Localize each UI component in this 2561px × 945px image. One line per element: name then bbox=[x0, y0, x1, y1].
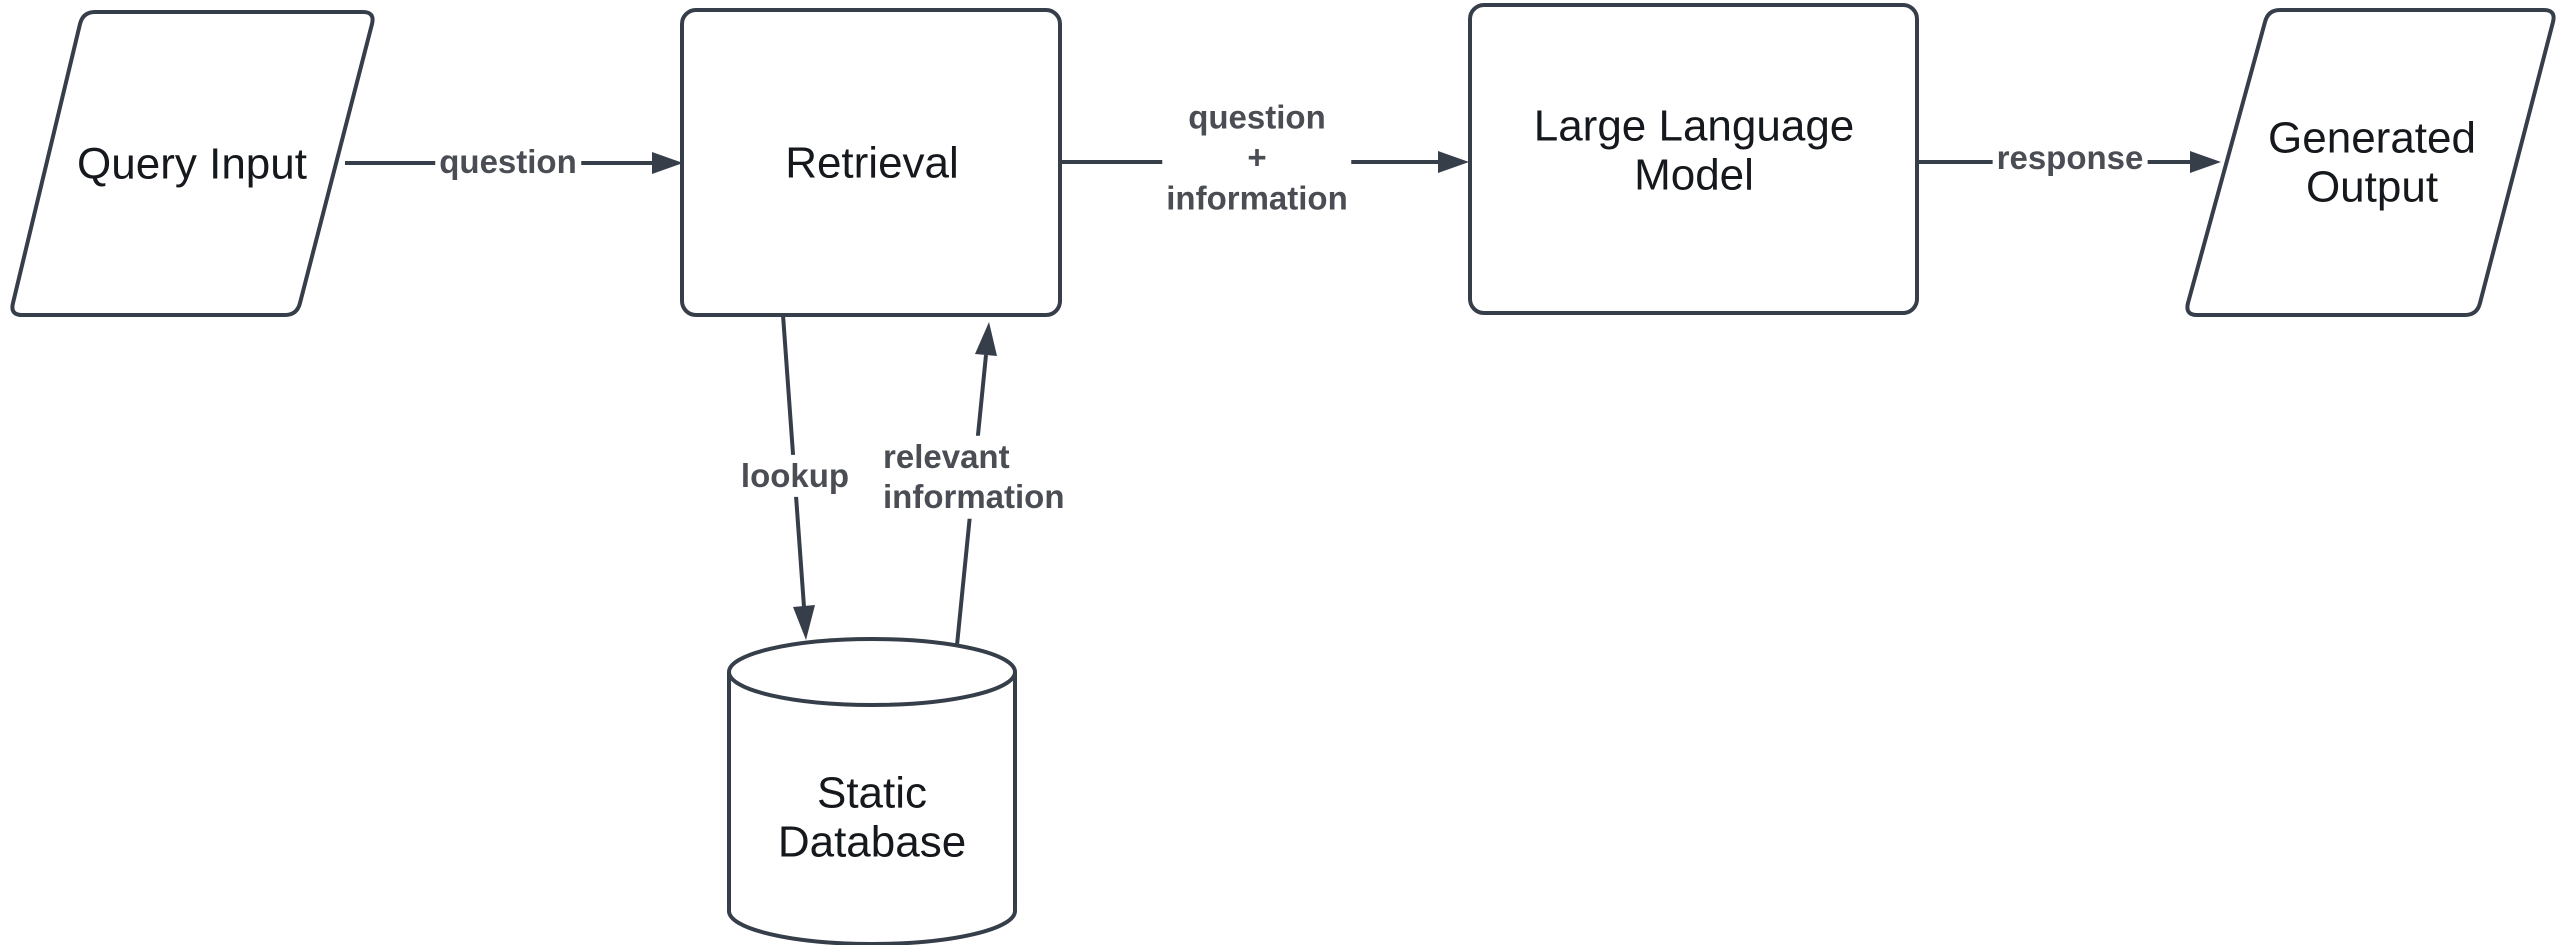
query-input-shape bbox=[10, 10, 375, 317]
edge-label-question: question bbox=[435, 140, 581, 184]
arrowhead-right-icon bbox=[2190, 151, 2221, 173]
retrieval-shape bbox=[680, 8, 1062, 317]
retrieval-label: Retrieval bbox=[785, 138, 959, 188]
arrowhead-right-icon bbox=[1438, 151, 1469, 173]
arrowhead-up-icon bbox=[975, 322, 997, 356]
database-cylinder-top-arc bbox=[727, 671, 1017, 707]
edge-label-question-information: question + information bbox=[1162, 96, 1352, 220]
static-database-shape bbox=[727, 637, 1017, 945]
edge-label-lookup: lookup bbox=[736, 454, 854, 498]
arrowhead-right-icon bbox=[652, 152, 683, 174]
query-input-label: Query Input bbox=[77, 139, 307, 189]
edge-label-response: response bbox=[1992, 136, 2148, 180]
generated-output-label: Generated Output bbox=[2268, 113, 2476, 212]
generated-output-shape bbox=[2185, 8, 2556, 317]
edge-label-relevant-information: relevant information bbox=[879, 435, 1069, 519]
large-language-model-label: Large Language Model bbox=[1533, 101, 1855, 200]
large-language-model-shape bbox=[1468, 3, 1919, 315]
arrowhead-down-icon bbox=[793, 605, 815, 640]
database-cylinder-body bbox=[727, 637, 1017, 945]
static-database-label: Static Database bbox=[777, 768, 967, 867]
